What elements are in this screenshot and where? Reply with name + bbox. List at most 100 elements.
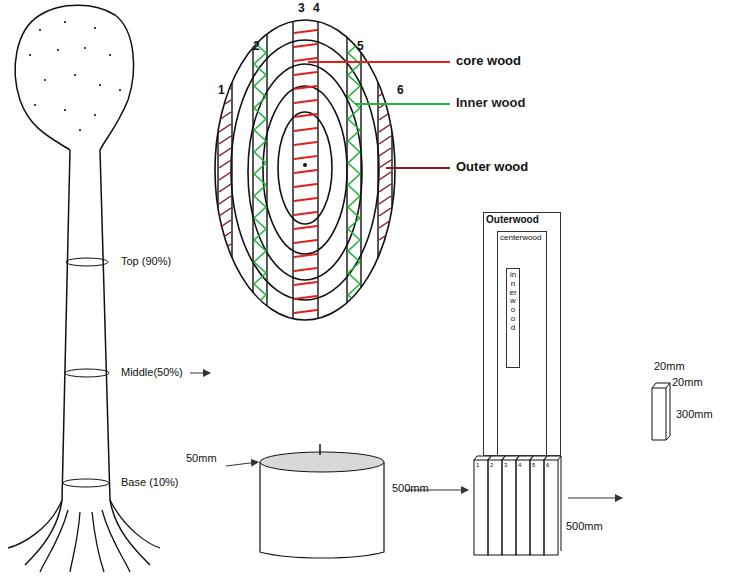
inner-hatch [348, 240, 360, 262]
section-ring [65, 369, 109, 377]
inner-hatch [348, 262, 360, 284]
label: Base (10%) [121, 476, 178, 488]
outer-hatch [379, 304, 391, 312]
label: Outer wood [456, 160, 528, 174]
inner-hatch [254, 130, 266, 152]
outer-hatch [219, 220, 231, 228]
inner-hatch [348, 64, 360, 86]
outer-hatch [379, 256, 391, 264]
label: 50mm [186, 452, 217, 464]
core-hatch [294, 72, 317, 75]
growth-ring [263, 86, 347, 254]
cut-mark [319, 444, 321, 455]
test-block [652, 383, 670, 440]
strip-side [561, 456, 562, 551]
inner-hatch [254, 196, 266, 218]
outer-hatch [219, 256, 231, 264]
outer-hatch [379, 280, 391, 288]
outer-hatch [219, 52, 231, 60]
label: 500mm [392, 482, 429, 494]
core-hatch [294, 44, 317, 47]
core-hatch [294, 86, 317, 89]
label: 500mm [566, 520, 603, 532]
crown-dot [99, 84, 101, 86]
strip-number: 4 [518, 462, 521, 469]
outer-hatch [219, 292, 231, 300]
core-hatch [294, 310, 317, 313]
core-hatch [294, 268, 317, 271]
outer-hatch [219, 160, 231, 168]
outer-hatch [379, 148, 391, 156]
inner-hatch [254, 174, 266, 196]
inner-hatch [348, 130, 360, 152]
outer-hatch [379, 232, 391, 240]
core-hatch [294, 282, 317, 285]
outer-hatch [379, 268, 391, 276]
core-hatch [294, 142, 317, 145]
inner-hatch [348, 284, 360, 306]
section-ring [63, 479, 109, 487]
outer-hatch [219, 148, 231, 156]
outer-hatch [379, 184, 391, 192]
label: 6 [397, 84, 404, 97]
inner-hatch [348, 174, 360, 196]
outer-hatch [379, 40, 391, 48]
crown-dot [64, 21, 66, 23]
core-hatch [294, 226, 317, 229]
tree-roots [8, 500, 160, 572]
leader-line [308, 61, 450, 63]
crown-dot [84, 47, 86, 49]
tree-crown [15, 5, 133, 150]
crown-dot [34, 104, 36, 106]
growth-ring [248, 64, 362, 280]
outer-hatch [219, 268, 231, 276]
wood-zone-box: innerwood [506, 268, 520, 368]
strip-number: 2 [490, 462, 493, 469]
wood-strip [502, 460, 516, 555]
pith [303, 163, 307, 167]
core-hatch [294, 128, 317, 131]
outer-hatch [219, 40, 231, 48]
outer-hatch [219, 172, 231, 180]
inner-hatch [348, 152, 360, 174]
outer-hatch [379, 112, 391, 120]
core-hatch [294, 30, 317, 33]
label: 5 [357, 40, 364, 53]
wood-strip [474, 460, 488, 555]
outer-hatch [379, 196, 391, 204]
zone-name: centerwood [498, 232, 546, 243]
crown-dot [94, 114, 96, 116]
inner-hatch [348, 306, 360, 328]
core-hatch [294, 156, 317, 159]
label: Top (90%) [121, 255, 171, 267]
outer-hatch [379, 76, 391, 84]
wood-strip [488, 460, 502, 555]
inner-hatch [254, 328, 266, 350]
disc-top [260, 452, 384, 472]
label: 20mm [654, 360, 685, 372]
inner-hatch [254, 20, 266, 42]
label: 3 [298, 2, 305, 15]
crown-dot [29, 54, 31, 56]
label: 20mm [672, 376, 703, 388]
inner-hatch [348, 108, 360, 130]
inner-hatch [254, 64, 266, 86]
label: 4 [313, 2, 320, 15]
growth-ring [215, 20, 395, 320]
label: 300mm [676, 408, 713, 420]
outer-hatch [219, 184, 231, 192]
outer-hatch [219, 232, 231, 240]
outer-hatch [379, 124, 391, 132]
outer-hatch [219, 64, 231, 72]
inner-hatch [348, 20, 360, 42]
outer-hatch [219, 280, 231, 288]
tree-trunk [25, 150, 150, 565]
wood-zone-box: Outerwoodcenterwoodinnerwood [483, 212, 561, 456]
core-hatch [294, 198, 317, 201]
core-hatch [294, 58, 317, 61]
crown-dot [74, 74, 76, 76]
strip-number: 5 [532, 462, 535, 469]
outer-hatch [379, 52, 391, 60]
core-hatch [294, 296, 317, 299]
leader-line [386, 167, 450, 169]
